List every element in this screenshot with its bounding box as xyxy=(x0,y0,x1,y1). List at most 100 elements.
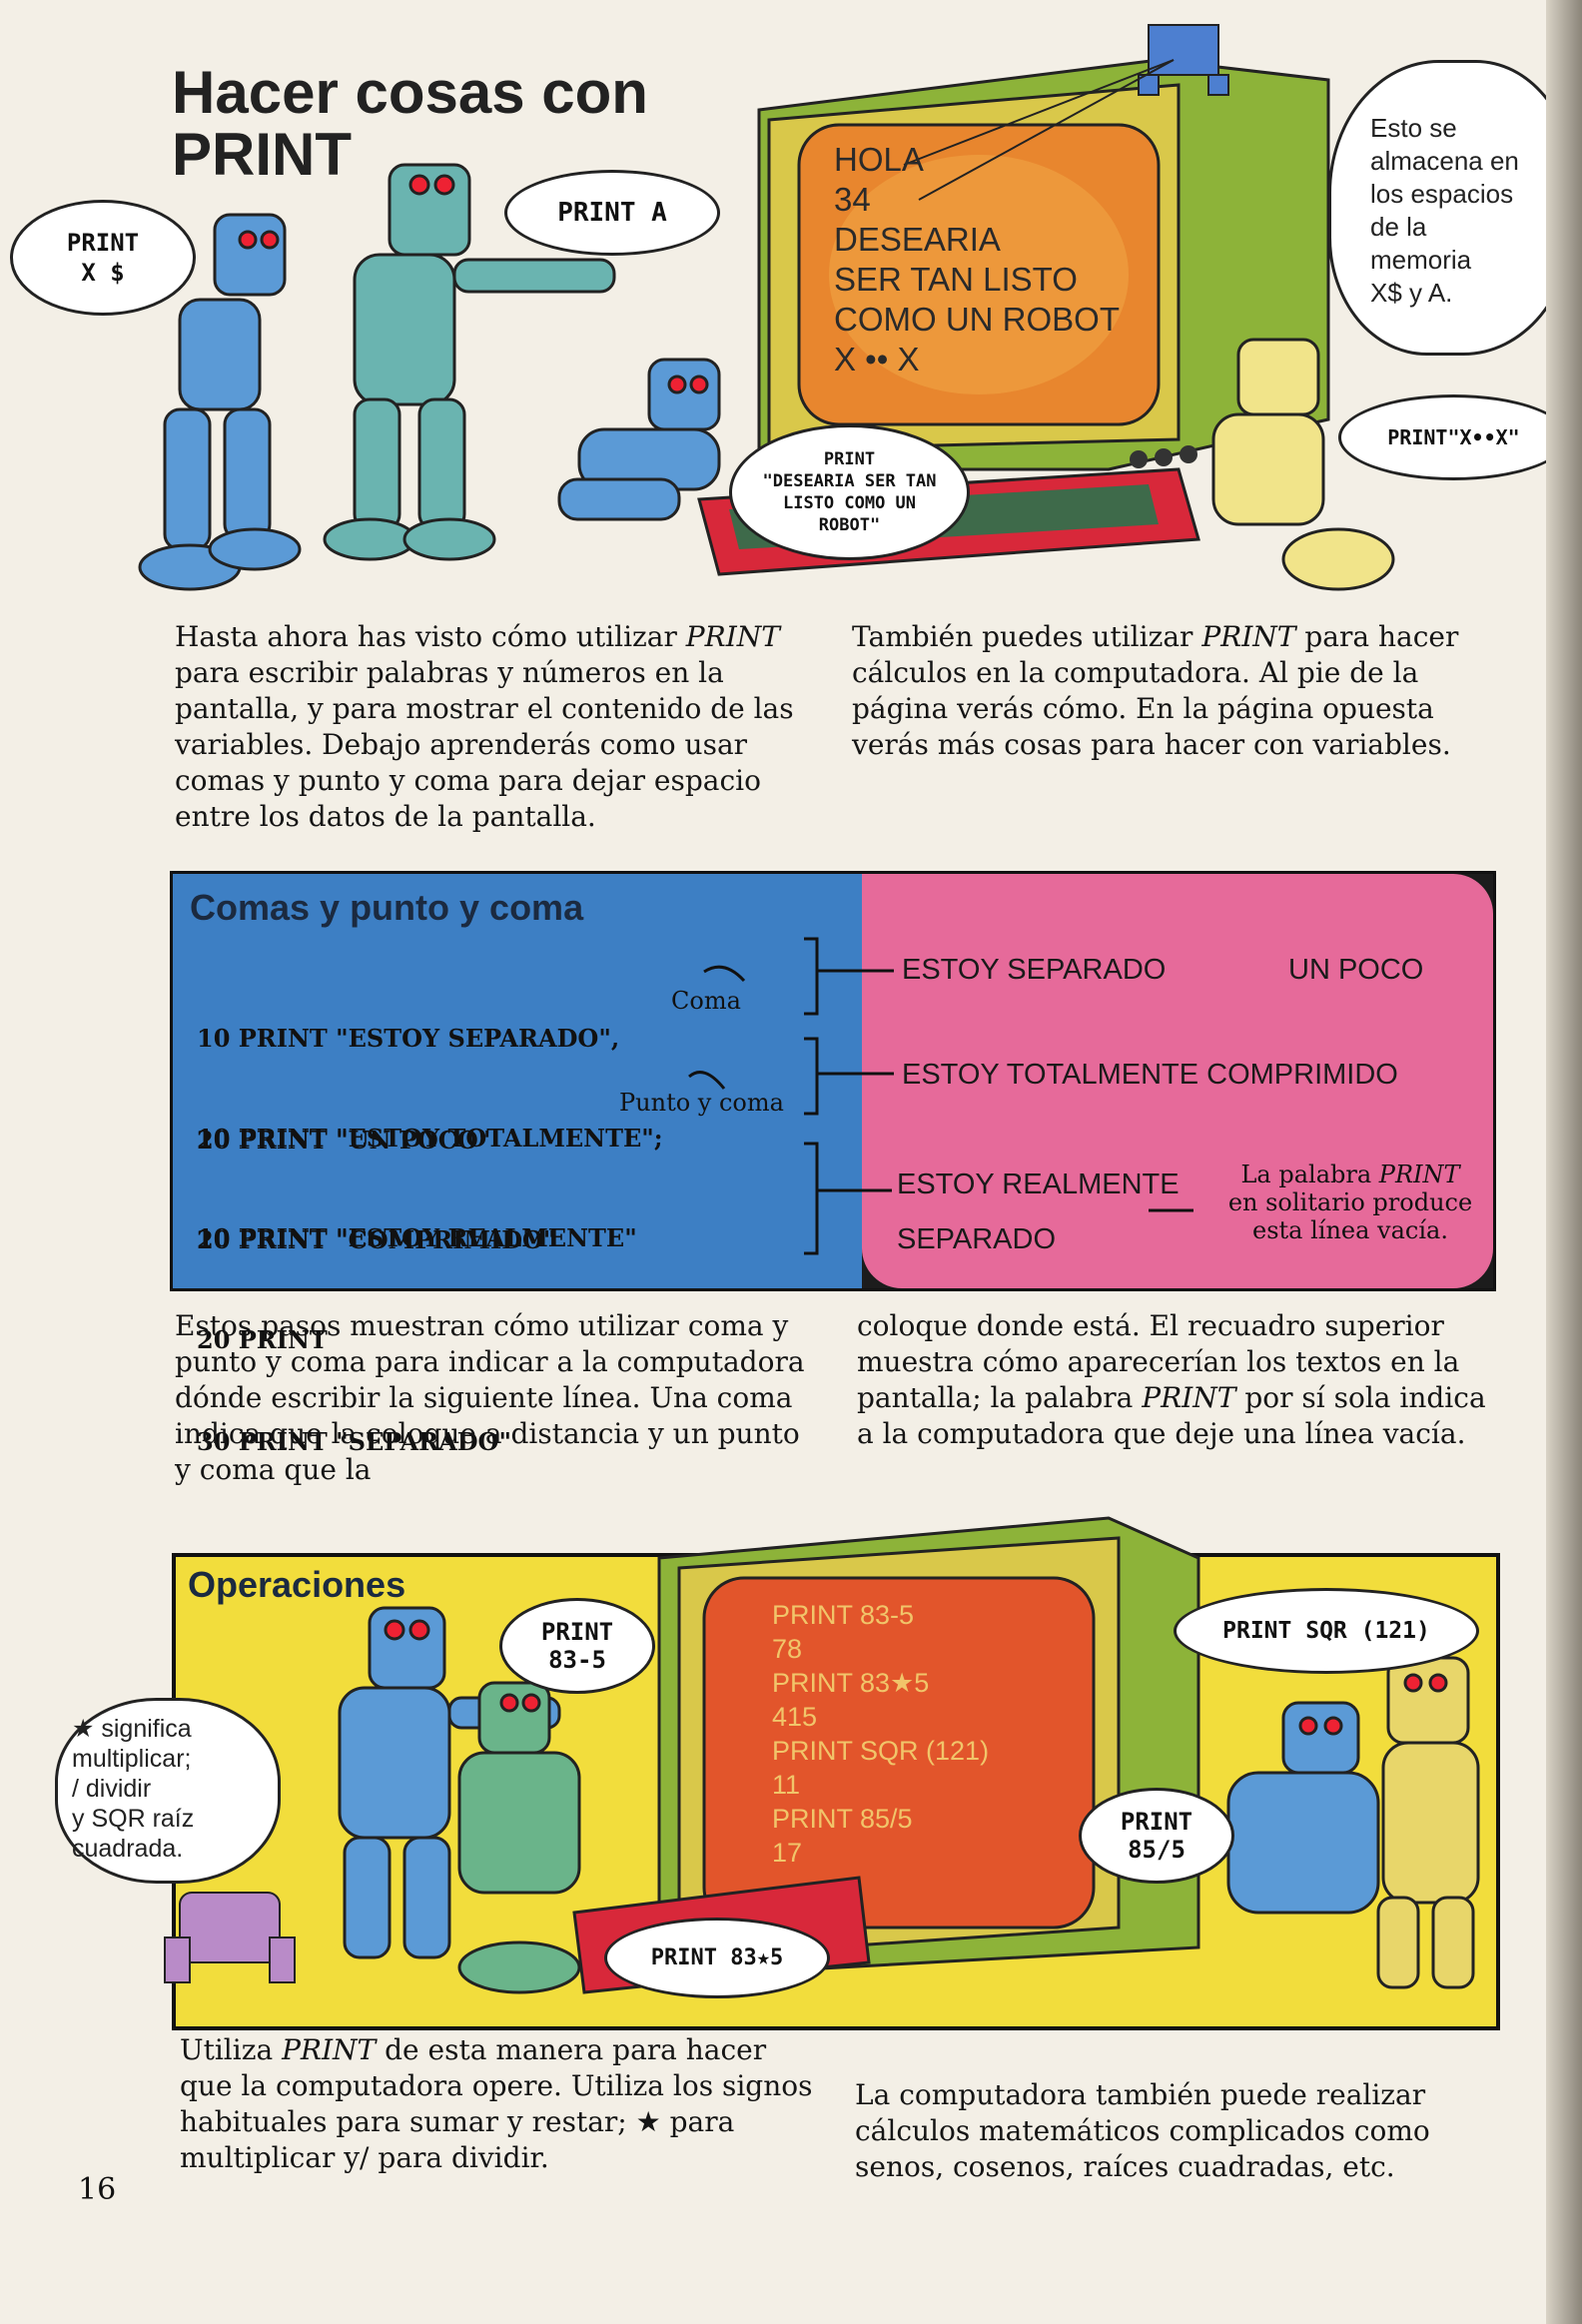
screen-line: SER TAN LISTO xyxy=(834,261,1078,298)
note-line: esta línea vacía. xyxy=(1252,1216,1448,1244)
note-line: almacena en xyxy=(1370,146,1519,176)
screen-line: 34 xyxy=(834,181,871,218)
output-separado: ESTOY SEPARADO xyxy=(902,954,1167,986)
bubble-text: ROBOT" xyxy=(818,515,881,535)
text-run: PRINT xyxy=(1142,1381,1236,1414)
bubble-text: PRINT SQR (121) xyxy=(1222,1618,1430,1644)
monitor-illustration xyxy=(757,58,1330,471)
screen-line: HOLA xyxy=(834,141,924,178)
screen-line: PRINT 83★5 xyxy=(772,1668,930,1698)
empty-line-note: La palabra PRINT en solitario produce es… xyxy=(1210,1161,1490,1244)
note-line: Esto se xyxy=(1370,113,1457,143)
screen-line: PRINT SQR (121) xyxy=(772,1736,990,1766)
note-line: multiplicar; xyxy=(72,1745,192,1773)
text-run: para hacer cálculos en la computadora. A… xyxy=(852,620,1459,761)
code-group-2: 10 PRINT "ESTOY TOTALMENTE"; 20 PRINT "C… xyxy=(197,1054,663,1291)
text-run: Utiliza xyxy=(180,2033,283,2066)
screen-line: 17 xyxy=(772,1838,803,1868)
bubble-text: 85/5 xyxy=(1128,1836,1186,1864)
commas-heading: Comas y punto y coma xyxy=(190,887,584,928)
bubble-text: PRINT A xyxy=(557,198,667,228)
page-title: Hacer cosas con PRINT xyxy=(172,62,648,186)
output-un-poco: UN POCO xyxy=(1288,954,1424,986)
speech-bubble-print-a: PRINT A xyxy=(504,170,720,256)
note-line: La palabra PRINT xyxy=(1210,1161,1490,1188)
text-run: PRINT xyxy=(1378,1161,1460,1188)
bubble-text: PRINT xyxy=(540,1618,614,1646)
commas-code-panel xyxy=(173,874,862,1288)
robot-crouching xyxy=(557,358,721,521)
code-line: 20 PRINT "UN POCO" xyxy=(197,1126,491,1155)
operations-heading: Operaciones xyxy=(188,1564,406,1605)
text-run: por sí sola indica a la computadora que … xyxy=(857,1381,1486,1450)
text-run: PRINT xyxy=(282,2033,377,2066)
note-line: cuadrada. xyxy=(72,1835,184,1863)
note-line: en solitario produce xyxy=(1227,1188,1473,1216)
purple-invader-icon xyxy=(164,1892,296,1983)
speech-bubble-83-5: PRINT 83-5 xyxy=(499,1598,655,1694)
middle-left-paragraph: Estos pasos muestran cómo utilizar coma … xyxy=(175,1309,805,1486)
title-line-2: PRINT xyxy=(172,121,352,188)
note-line: ★ significa xyxy=(72,1715,192,1743)
text-run: de esta manera para hacer que la computa… xyxy=(180,2033,813,2174)
bubble-text: 83-5 xyxy=(548,1646,606,1674)
bubble-text: LISTO COMO UN xyxy=(782,493,917,513)
screen-line: COMO UN ROBOT xyxy=(834,301,1120,338)
note-line: y SQR raíz xyxy=(72,1805,195,1833)
note-line: X$ y A. xyxy=(1370,278,1453,308)
operations-screen-text: PRINT 83-5 78 PRINT 83★5 415 PRINT SQR (… xyxy=(772,1598,989,1870)
screen-line: 78 xyxy=(772,1634,803,1664)
middle-right-paragraph: coloque donde está. El recuadro superior… xyxy=(857,1308,1496,1452)
output-realmente: ESTOY REALMENTE xyxy=(897,1168,1180,1200)
intro-right-paragraph: También puedes utilizar PRINT para hacer… xyxy=(852,619,1491,763)
robot-ops-2 xyxy=(457,1681,581,1994)
speech-bubble-print-x: PRINT X $ xyxy=(10,200,196,316)
page-number: 16 xyxy=(78,2172,117,2207)
code-line: 20 PRINT "COMPRIMIDO" xyxy=(197,1225,556,1254)
bubble-text: PRINT xyxy=(823,449,876,469)
memory-note: Esto se almacena en los espacios de la m… xyxy=(1370,112,1519,310)
bubble-text: PRINT xyxy=(66,229,140,257)
screen-line: 11 xyxy=(772,1770,801,1800)
page-edge xyxy=(1546,0,1582,2324)
bubble-text: "DESEARIA SER TAN xyxy=(762,471,937,491)
code-line: 30 PRINT "SEPARADO" xyxy=(197,1427,511,1456)
operations-note: ★ significa multiplicar; / dividir y SQR… xyxy=(72,1714,194,1864)
screen-line: X •• X xyxy=(834,341,920,378)
text-run: para escribir palabras y números en la p… xyxy=(175,656,794,833)
robot-ops-3 xyxy=(1226,1701,1380,1915)
title-line-1: Hacer cosas con xyxy=(172,59,648,126)
note-line: de la xyxy=(1370,212,1427,242)
screen-line: PRINT 85/5 xyxy=(772,1804,913,1834)
screen-line: DESEARIA xyxy=(834,221,1001,258)
note-line: los espacios xyxy=(1370,179,1514,209)
note-line: / dividir xyxy=(72,1775,152,1803)
code-line: 20 PRINT xyxy=(197,1325,328,1354)
top-screen-text: HOLA 34 DESEARIA SER TAN LISTO COMO UN R… xyxy=(834,140,1120,380)
text-run: La palabra xyxy=(1240,1161,1379,1188)
note-line: memoria xyxy=(1370,245,1472,275)
speech-bubble-print-xx: PRINT"X••X" xyxy=(1338,394,1569,480)
screen-line: 415 xyxy=(772,1702,818,1732)
output-separado-2: SEPARADO xyxy=(897,1223,1057,1255)
space-invader-icon xyxy=(1138,24,1229,96)
bubble-text: PRINT xyxy=(1120,1808,1193,1836)
bubble-text: PRINT"X••X" xyxy=(1387,425,1520,449)
robot-ops-yellow xyxy=(1376,1656,1480,1989)
bubble-text: PRINT 83★5 xyxy=(650,1945,784,1970)
speech-bubble-83x5: PRINT 83★5 xyxy=(604,1918,830,1998)
operations-note-bubble xyxy=(55,1698,281,1884)
bottom-right-paragraph: La computadora también puede realizar cá… xyxy=(855,2078,1430,2183)
code-group-3: 10 PRINT "ESTOY REALMENTE" 20 PRINT 30 P… xyxy=(197,1154,637,1493)
label-coma: Coma xyxy=(671,987,741,1015)
text-run: También puedes utilizar xyxy=(852,620,1202,653)
bubble-text: X $ xyxy=(81,259,125,287)
commas-output-panel xyxy=(862,874,1493,1288)
intro-left-paragraph: Hasta ahora has visto cómo utilizar PRIN… xyxy=(175,619,814,835)
robot-left xyxy=(138,213,302,591)
robot-pointing xyxy=(323,163,616,561)
code-line: 10 PRINT "ESTOY REALMENTE" xyxy=(197,1223,637,1252)
code-line: 10 PRINT "ESTOY SEPARADO", xyxy=(197,1024,620,1053)
text-run: coloque donde está. El recuadro superior… xyxy=(857,1309,1460,1414)
memory-note-bubble xyxy=(1328,60,1574,356)
